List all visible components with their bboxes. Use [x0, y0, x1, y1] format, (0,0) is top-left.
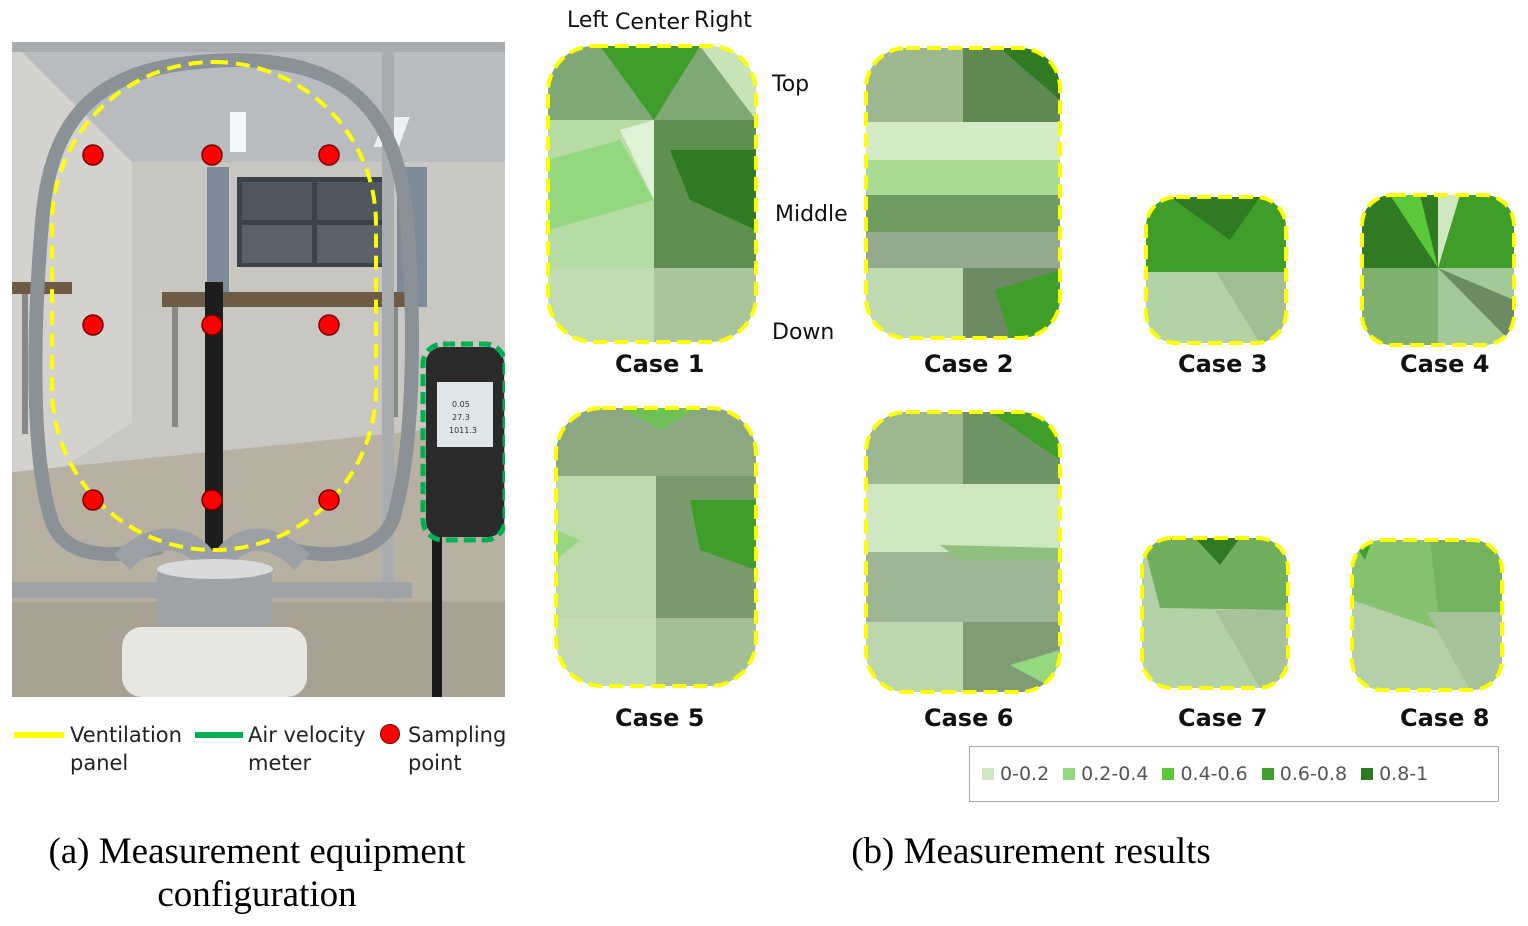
- case7-heatmap: [1142, 538, 1288, 688]
- caption-a: (a) Measurement equipment configuration: [0, 830, 514, 916]
- legend-meter-swatch: [195, 732, 243, 738]
- case1-label: Case 1: [615, 350, 705, 378]
- scale-label-1: 0.2-0.4: [1081, 763, 1149, 785]
- case3-label: Case 3: [1178, 350, 1268, 378]
- legend-sampling-line1: Sampling: [408, 723, 507, 747]
- scale-label-2: 0.4-0.6: [1180, 763, 1248, 785]
- legend-ventilation-label: Ventilation panel: [70, 721, 182, 777]
- axis-right-label: Right: [694, 8, 752, 33]
- case5-label: Case 5: [615, 704, 705, 732]
- case5-heatmap: [556, 408, 756, 686]
- scale-label-4: 0.8-1: [1379, 763, 1429, 785]
- equipment-photo: 0.05 27.3 1011.3: [12, 42, 505, 697]
- case6-heatmap: [866, 412, 1060, 692]
- scale-swatch-2: [1162, 768, 1175, 780]
- svg-text:0.05: 0.05: [452, 400, 470, 409]
- legend-meter-line1: Air velocity: [248, 723, 366, 747]
- case1-heatmap: [548, 46, 756, 342]
- scale-item-4: 0.8-1: [1361, 763, 1428, 785]
- legend-sampling-dot: [380, 724, 400, 744]
- caption-a-line2: configuration: [157, 874, 357, 915]
- scale-label-0: 0-0.2: [1000, 763, 1050, 785]
- axis-down-label: Down: [772, 320, 835, 345]
- caption-b: (b) Measurement results: [851, 831, 1211, 872]
- legend-sampling-line2: point: [408, 751, 462, 775]
- scale-swatch-0: [982, 768, 994, 780]
- case8-heatmap: [1352, 540, 1502, 690]
- scale-item-0: 0-0.2: [982, 763, 1049, 785]
- case6-label: Case 6: [924, 704, 1014, 732]
- scale-swatch-3: [1261, 768, 1274, 780]
- svg-text:1011.3: 1011.3: [449, 426, 477, 435]
- case4-heatmap: [1362, 195, 1514, 345]
- scale-item-2: 0.4-0.6: [1162, 763, 1248, 785]
- case3-heatmap: [1146, 197, 1286, 343]
- case4-label: Case 4: [1400, 350, 1490, 378]
- axis-center-label: Center: [615, 10, 690, 35]
- legend-ventilation-swatch: [14, 732, 64, 738]
- svg-text:27.3: 27.3: [452, 413, 470, 422]
- case8-label: Case 8: [1400, 704, 1490, 732]
- legend-ventilation-line2: panel: [70, 751, 129, 775]
- scale-item-1: 0.2-0.4: [1063, 763, 1148, 785]
- case2-label: Case 2: [924, 350, 1014, 378]
- case7-label: Case 7: [1178, 704, 1268, 732]
- legend-sampling-label: Sampling point: [408, 721, 506, 777]
- scale-label-3: 0.6-0.8: [1279, 763, 1348, 785]
- case2-heatmap: [866, 48, 1060, 338]
- scale-swatch-1: [1063, 768, 1076, 780]
- caption-a-line1: (a) Measurement equipment: [48, 831, 466, 872]
- legend-ventilation-line1: Ventilation: [70, 723, 182, 747]
- legend-meter-line2: meter: [248, 751, 312, 775]
- axis-top-label: Top: [772, 72, 810, 97]
- legend-meter-label: Air velocity meter: [248, 721, 366, 777]
- scale-swatch-4: [1361, 768, 1374, 780]
- axis-middle-label: Middle: [775, 202, 848, 227]
- scale-item-3: 0.6-0.8: [1261, 763, 1348, 785]
- axis-left-label: Left: [567, 8, 609, 33]
- color-scale-legend: 0-0.2 0.2-0.4 0.4-0.6 0.6-0.8 0.8-1: [969, 746, 1499, 802]
